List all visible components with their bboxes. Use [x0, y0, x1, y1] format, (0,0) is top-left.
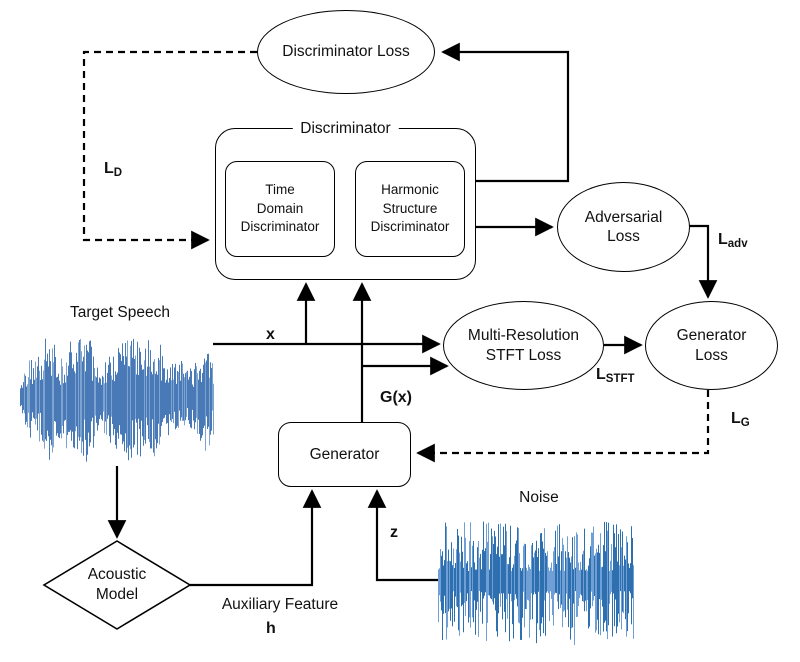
- acoustic-model-line2: Model: [95, 586, 139, 603]
- target-speech-waveform: [20, 338, 214, 462]
- edge-acoustic-model-to-generator: [190, 489, 322, 587]
- adversarial-loss-node: Adversarial Loss: [557, 182, 690, 272]
- lg-sub: G: [740, 417, 750, 429]
- harmonic-structure-discriminator-node: Harmonic Structure Discriminator: [355, 161, 465, 257]
- h-label: h: [266, 620, 276, 637]
- noise-label: Noise: [519, 489, 559, 506]
- adversarial-loss-line2: Loss: [607, 228, 640, 245]
- harmonic-structure-line3: Discriminator: [370, 219, 450, 235]
- acoustic-model-line1: Acoustic: [87, 565, 147, 583]
- ld-base: L: [104, 160, 114, 177]
- generator-label: Generator: [309, 445, 380, 463]
- acoustic-model-diamond: [42, 540, 192, 630]
- stft-loss-line2: STFT Loss: [485, 346, 562, 364]
- discriminator-loss-label: Discriminator Loss: [282, 43, 410, 61]
- edge-discriminator-loss-to-discriminator-ld: [82, 50, 257, 250]
- lg-base: L: [731, 410, 741, 427]
- auxiliary-feature-label: Auxiliary Feature: [221, 596, 339, 613]
- stft-loss-node: Multi-Resolution STFT Loss: [443, 301, 604, 390]
- time-domain-line3: Discriminator: [240, 219, 320, 235]
- z-label: z: [390, 524, 398, 541]
- ld-sub: D: [113, 167, 123, 179]
- lstft-base: L: [596, 366, 606, 383]
- discriminator-title: Discriminator: [292, 119, 399, 139]
- lstft-label: LSTFT: [596, 366, 635, 385]
- noise-waveform: [438, 521, 634, 645]
- ld-label: LD: [104, 160, 122, 179]
- harmonic-structure-line1: Harmonic: [381, 181, 439, 197]
- edge-discriminator-to-discriminator-loss: [441, 42, 570, 183]
- generator-loss-line1: Generator: [676, 327, 747, 345]
- ladv-base: L: [718, 231, 728, 248]
- generator-node: Generator: [278, 422, 411, 487]
- discriminator-loss-node: Discriminator Loss: [257, 10, 435, 94]
- adversarial-loss-line1: Adversarial: [584, 208, 663, 226]
- time-domain-line1: Time: [265, 181, 295, 197]
- time-domain-discriminator-node: Time Domain Discriminator: [225, 161, 335, 257]
- acoustic-model-node: Acoustic Model: [57, 564, 177, 606]
- target-speech-label: Target Speech: [70, 304, 170, 321]
- x-label: x: [266, 326, 275, 343]
- generator-loss-line2: Loss: [695, 346, 728, 364]
- generator-loss-node: Generator Loss: [645, 301, 778, 390]
- ladv-label: Ladv: [718, 231, 748, 250]
- harmonic-structure-line2: Structure: [382, 200, 438, 216]
- time-domain-line2: Domain: [256, 200, 304, 216]
- edge-noise-to-generator: [367, 489, 438, 582]
- discriminator-node: Discriminator Time Domain Discriminator …: [215, 119, 476, 280]
- lg-label: LG: [731, 410, 750, 429]
- edge-generator-loss-to-generator-lg: [416, 390, 710, 463]
- lstft-sub: STFT: [605, 373, 635, 385]
- ladv-sub: adv: [727, 238, 748, 250]
- gx-label: G(x): [380, 389, 412, 406]
- stft-loss-line1: Multi-Resolution: [467, 327, 580, 345]
- edge-adversarial-loss-to-generator-loss: [689, 224, 718, 299]
